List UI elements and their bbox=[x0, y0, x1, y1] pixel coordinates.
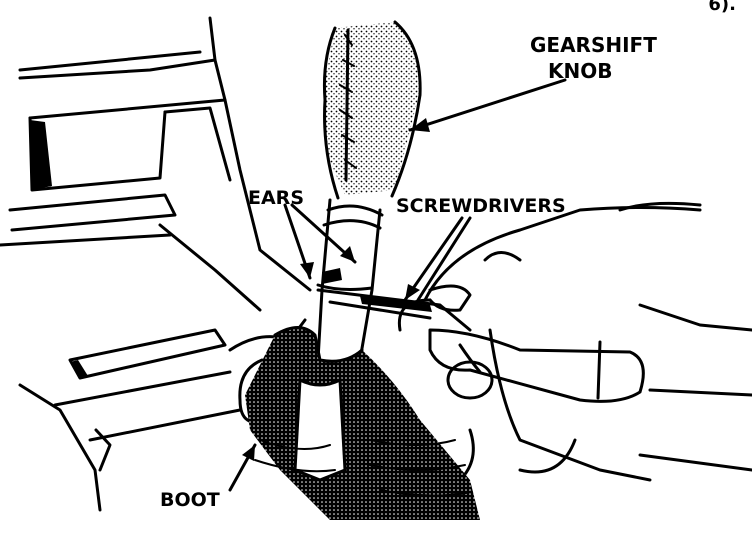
console-panels bbox=[0, 16, 752, 512]
shift-boot bbox=[245, 326, 480, 520]
label-gearshift-line1: GEARSHIFT bbox=[530, 33, 657, 57]
label-ears: EARS bbox=[248, 187, 304, 209]
gearshift-knob bbox=[322, 20, 422, 200]
shift-lever bbox=[316, 198, 384, 362]
corner-text: 6). bbox=[708, 0, 736, 15]
label-boot: BOOT bbox=[160, 489, 220, 511]
screwdrivers bbox=[316, 288, 645, 403]
leader-lines bbox=[228, 78, 567, 492]
label-screwdrivers: SCREWDRIVERS bbox=[396, 195, 566, 217]
label-gearshift-line2: KNOB bbox=[548, 59, 612, 83]
